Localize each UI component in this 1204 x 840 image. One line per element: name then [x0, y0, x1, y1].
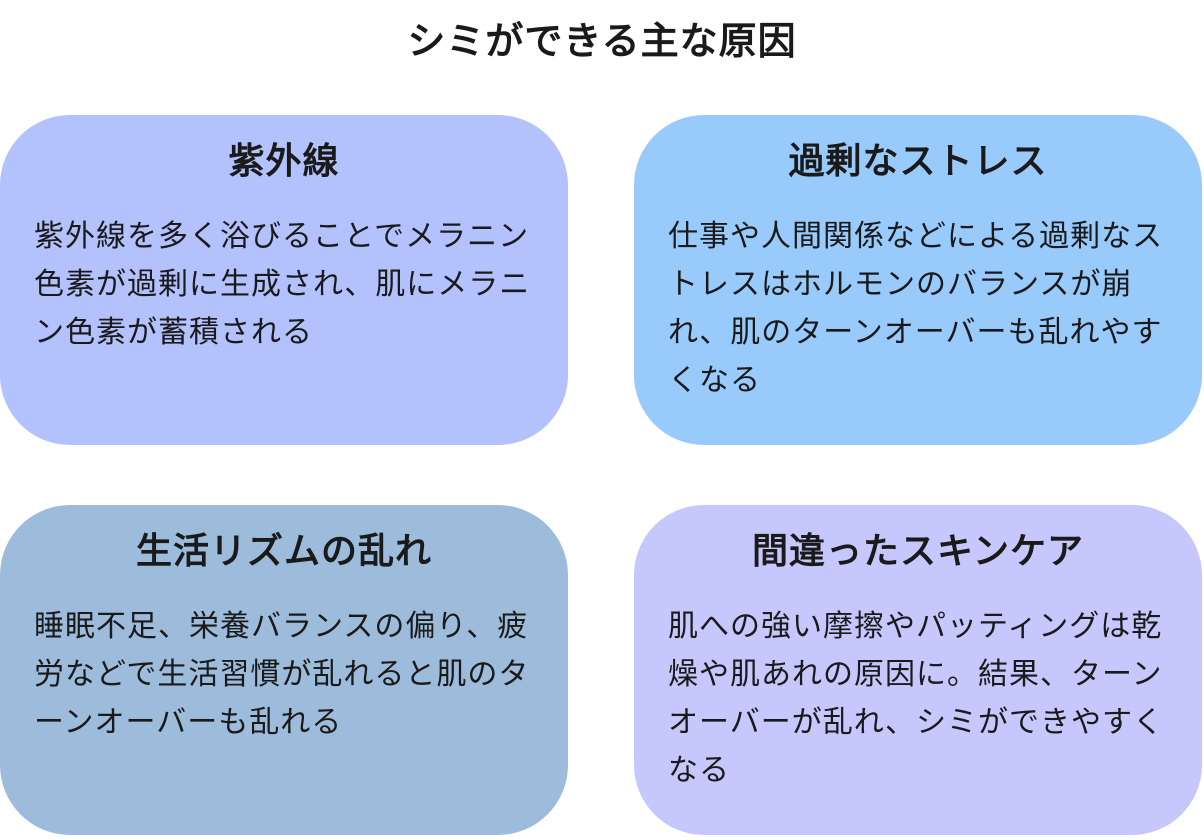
card-title: 過剰なストレス [788, 141, 1048, 182]
cause-card-lifestyle: 生活リズムの乱れ 睡眠不足、栄養バランスの偏り、疲労などで生活習慣が乱れると肌の… [0, 505, 568, 835]
card-description: 紫外線を多く浴びることでメラニン色素が過剰に生成され、肌にメラニン色素が蓄積され… [34, 219, 531, 350]
card-description: 仕事や人間関係などによる過剰なストレスはホルモンのバランスが崩れ、肌のターンオー… [668, 219, 1164, 398]
cause-card-skincare: 間違ったスキンケア 肌への強い摩擦やパッティングは乾燥や肌あれの原因に。結果、タ… [634, 505, 1202, 835]
card-description: 睡眠不足、栄養バランスの偏り、疲労などで生活習慣が乱れると肌のターンオーバーも乱… [34, 609, 530, 740]
card-description: 肌への強い摩擦やパッティングは乾燥や肌あれの原因に。結果、ターンオーバーが乱れ、… [668, 609, 1164, 788]
card-title: 生活リズムの乱れ [135, 531, 432, 572]
page-title: シミができる主な原因 [407, 19, 797, 63]
card-title: 紫外線 [228, 141, 340, 182]
cause-card-stress: 過剰なストレス 仕事や人間関係などによる過剰なストレスはホルモンのバランスが崩れ… [634, 115, 1202, 445]
cause-card-uv: 紫外線 紫外線を多く浴びることでメラニン色素が過剰に生成され、肌にメラニン色素が… [0, 115, 568, 445]
card-title: 間違ったスキンケア [752, 531, 1084, 572]
